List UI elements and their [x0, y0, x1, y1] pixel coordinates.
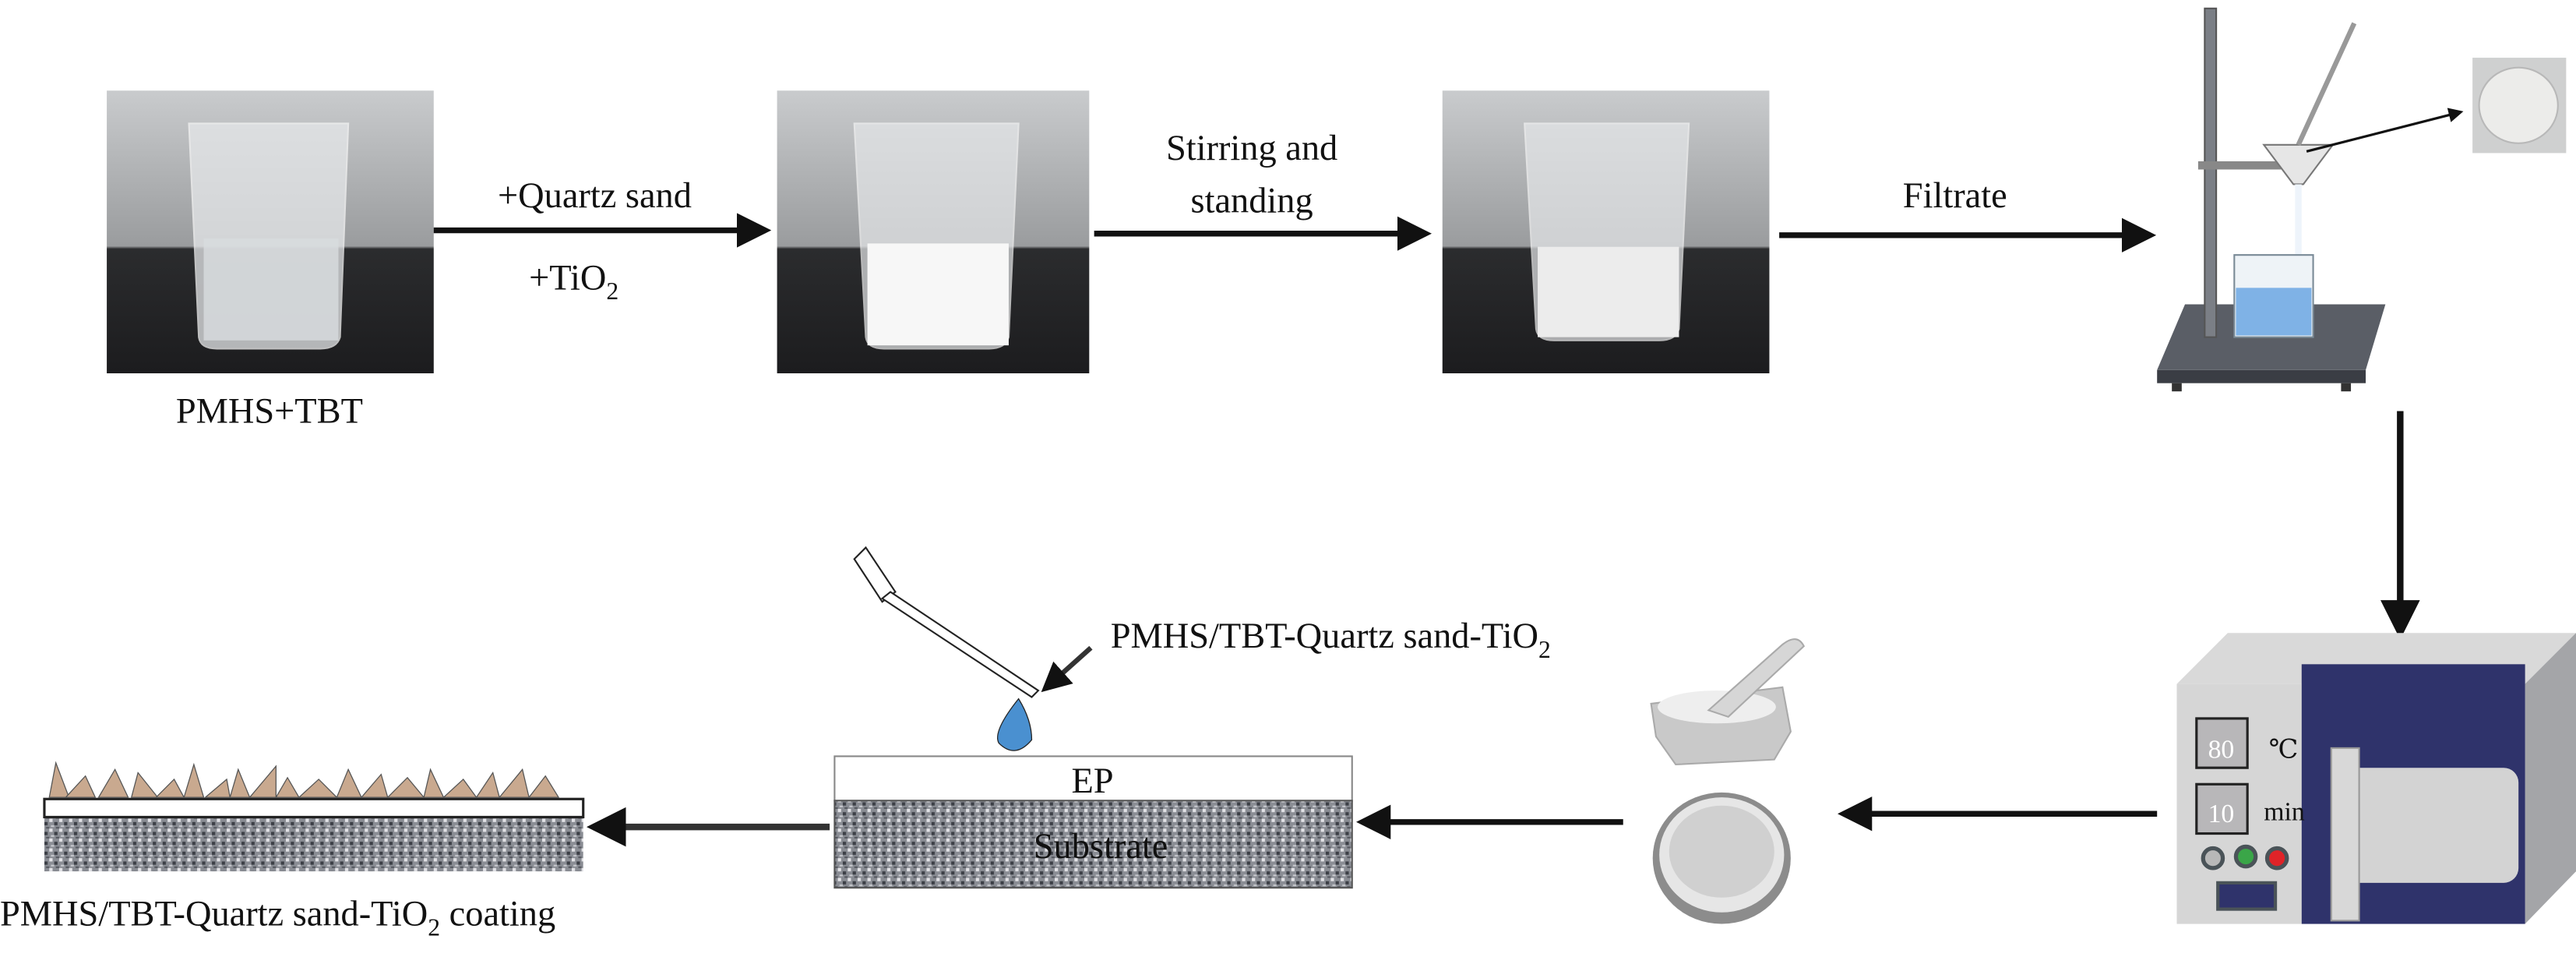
beaker-photo-pmhs-tbt [107, 90, 434, 374]
final-coating-icon [43, 761, 585, 872]
dropper-icon [853, 546, 1040, 751]
mortar-pestle-icon [1650, 638, 1806, 766]
filtration-apparatus-icon [2157, 7, 2386, 392]
drying-oven-icon [2176, 633, 2576, 924]
petri-dish-icon [1652, 792, 1791, 924]
oven-temp-unit: ℃ [2269, 736, 2299, 765]
arrow-to-residue [2306, 108, 2464, 153]
ep-label: EP [1071, 761, 1113, 801]
mixture-label: PMHS/TBT-Quartz sand-TiO2 [1111, 616, 1551, 663]
add-sand-label: +Quartz sand [498, 176, 692, 216]
beaker-photo-mixed [777, 90, 1090, 374]
oven-time-unit: min [2264, 798, 2305, 827]
coating-label: PMHS/TBT-Quartz sand-TiO2 coating [0, 895, 555, 941]
oven-time-value: 10 [2208, 800, 2235, 828]
substrate-label: Substrate [1034, 827, 1168, 867]
stir-label-line1: Stirring and [1166, 129, 1337, 168]
add-tio2-label: +TiO2 [529, 258, 618, 305]
filtrate-label: Filtrate [1903, 176, 2007, 216]
residue-photo [2472, 58, 2567, 154]
arrow-mixture [1041, 645, 1093, 693]
start-label: PMHS+TBT [176, 391, 363, 431]
ep-substrate-block [833, 755, 1353, 889]
stir-label-line2: standing [1191, 181, 1313, 221]
beaker-photo-standing [1442, 90, 1770, 374]
oven-temp-value: 80 [2208, 736, 2235, 765]
